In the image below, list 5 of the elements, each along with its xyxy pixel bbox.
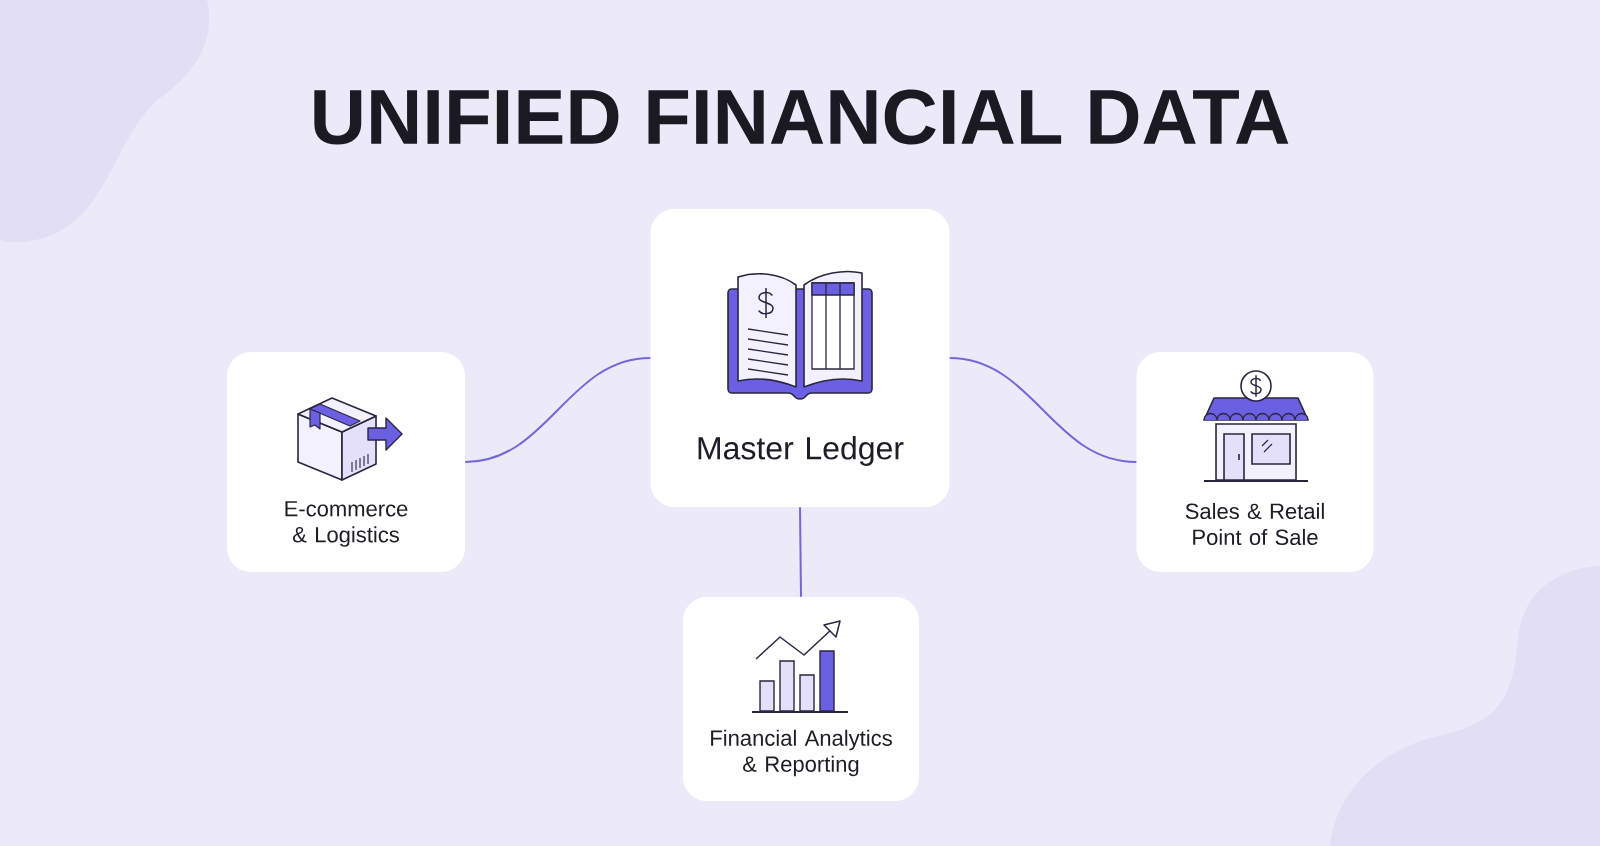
connector (948, 357, 1138, 463)
card: Financial Analytics & Reporting (683, 597, 919, 801)
title: UNIFIED FINANCIAL DATA (314, 89, 1289, 145)
connector (464, 357, 652, 463)
connector (799, 506, 802, 598)
